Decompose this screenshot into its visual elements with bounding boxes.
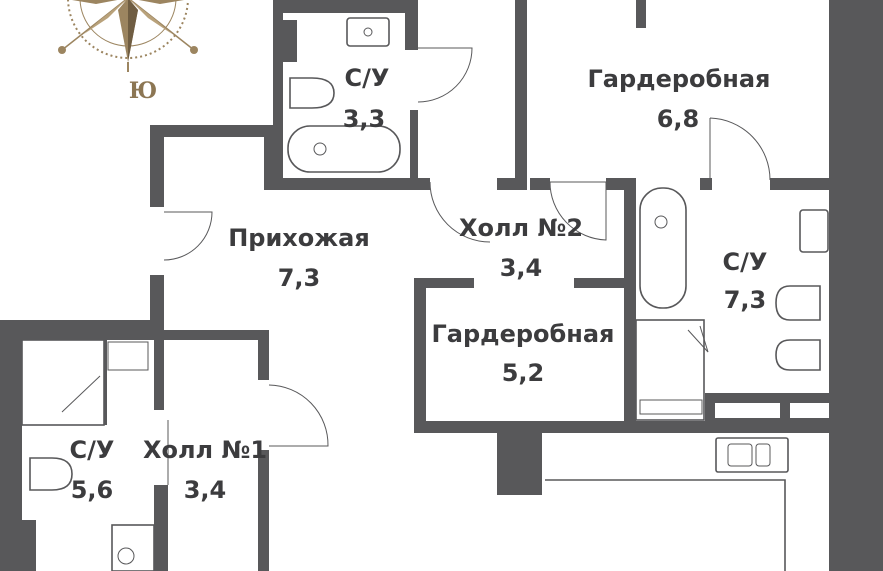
room-area-bathroom-right: 7,3 <box>724 286 767 314</box>
room-name-wardrobe-mid: Гардеробная <box>432 320 615 348</box>
room-name-hall-2: Холл №2 <box>459 214 583 242</box>
room-area-hall-2: 3,4 <box>500 254 543 282</box>
room-area-wardrobe-mid: 5,2 <box>502 359 545 387</box>
room-name-entry-hall: Прихожая <box>228 224 370 252</box>
room-name-bathroom-left: С/У <box>70 436 115 464</box>
fixtures <box>21 17 829 571</box>
compass-rose: Ю <box>58 0 198 104</box>
room-name-hall-1: Холл №1 <box>143 436 267 464</box>
doors <box>61 47 771 485</box>
room-name-bathroom-top: С/У <box>345 64 390 92</box>
room-labels: С/У 3,3 Гардеробная 6,8 Прихожая 7,3 Хол… <box>70 64 771 504</box>
room-area-bathroom-top: 3,3 <box>343 105 386 133</box>
room-name-wardrobe-top: Гардеробная <box>588 65 771 93</box>
room-area-wardrobe-top: 6,8 <box>657 105 700 133</box>
room-area-bathroom-left: 5,6 <box>71 476 114 504</box>
compass-south-label: Ю <box>129 78 157 104</box>
room-area-hall-1: 3,4 <box>184 476 227 504</box>
room-name-bathroom-right: С/У <box>723 248 768 276</box>
room-area-entry-hall: 7,3 <box>278 264 321 292</box>
